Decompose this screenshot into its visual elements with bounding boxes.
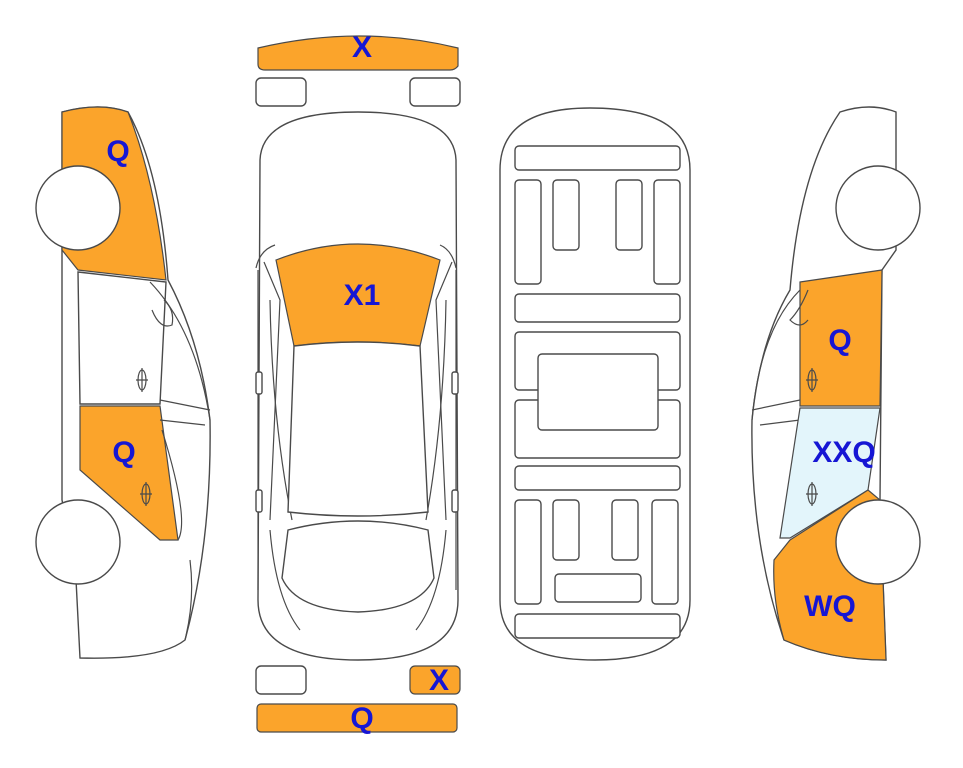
car-underbody-view xyxy=(499,107,691,661)
right-rear-quarter-label: WQ xyxy=(804,590,856,623)
front-bumper-label: X xyxy=(352,31,372,64)
right-rear-door-upper-label: Q xyxy=(828,324,851,357)
left-rear-wheel[interactable] xyxy=(35,499,121,585)
windshield-label: X1 xyxy=(344,279,381,312)
right-mirror-top[interactable] xyxy=(451,371,459,395)
left-front-wheel[interactable] xyxy=(35,165,121,251)
underbody-center-panel[interactable] xyxy=(537,353,659,431)
rear-right-light[interactable] xyxy=(409,665,461,695)
rear-bumper-label: Q xyxy=(350,702,373,735)
roof[interactable] xyxy=(287,341,429,517)
car-top-view: X1 xyxy=(255,111,459,661)
right-rear-wheel[interactable] xyxy=(835,499,921,585)
left-mirror-top[interactable] xyxy=(255,371,263,395)
rear-bumper-group: X Q xyxy=(255,664,461,735)
rear-window[interactable] xyxy=(281,520,435,613)
rear-left-light[interactable] xyxy=(255,665,307,695)
right-front-wheel[interactable] xyxy=(835,165,921,251)
left-rear-door-label: Q xyxy=(112,436,135,469)
car-left-side-view: Q Q xyxy=(35,106,211,659)
right-rear-door-lower-label: XXQ xyxy=(812,436,875,469)
right-rear-door-upper[interactable] xyxy=(799,269,883,407)
front-left-headlight[interactable] xyxy=(255,77,307,107)
rear-bumper[interactable] xyxy=(256,703,458,733)
rear-right-light-label: X xyxy=(429,664,449,697)
left-rear-door[interactable] xyxy=(79,405,179,541)
car-right-side-view: Q XXQ WQ xyxy=(751,106,921,661)
front-right-headlight[interactable] xyxy=(409,77,461,107)
left-front-fender-label: Q xyxy=(106,135,129,168)
front-bumper-group: X xyxy=(255,31,461,107)
right-rear-door-lower[interactable] xyxy=(779,407,881,539)
front-bumper[interactable] xyxy=(257,35,459,71)
left-front-door[interactable] xyxy=(77,271,167,405)
